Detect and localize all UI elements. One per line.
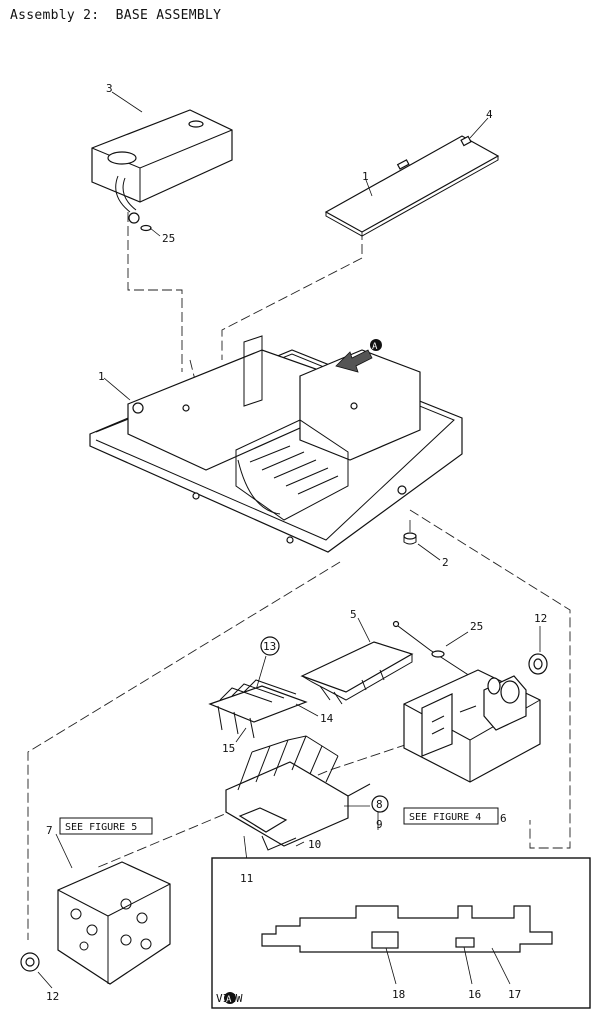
- page-title: Assembly 2: BASE ASSEMBLY: [10, 8, 222, 23]
- part-6-drive-mechanism: [403, 669, 541, 783]
- callout-13: 13: [263, 640, 276, 653]
- callout-25-top: 25: [162, 232, 175, 245]
- arrow-a-marker: A: [372, 342, 378, 352]
- callout-12-left: 12: [46, 990, 59, 1003]
- callout-4: 4: [486, 108, 493, 121]
- callout-9: 9: [376, 818, 383, 831]
- part-4-circuit-board: [324, 117, 500, 237]
- part-2-grommet: [403, 520, 441, 561]
- callout-11: 11: [240, 872, 253, 885]
- callout-18: 18: [392, 988, 405, 1001]
- see-figure-4-label: SEE FIGURE 4: [409, 812, 481, 823]
- see-figure-4-box: [403, 807, 499, 825]
- callout-6: 6: [500, 812, 507, 825]
- callout-17: 17: [508, 988, 521, 1001]
- part-12-pulley-right: [528, 626, 548, 675]
- callout-2: 2: [442, 556, 449, 569]
- callout-16: 16: [468, 988, 481, 1001]
- view-a-marker: A: [226, 995, 232, 1005]
- callout-5: 5: [350, 608, 357, 621]
- see-figure-5-label: SEE FIGURE 5: [65, 822, 137, 833]
- view-a-label: VIEW: [216, 992, 243, 1005]
- part-5-cover-plate: [300, 617, 414, 705]
- part-1-base-chassis: [89, 335, 463, 553]
- callout-10: 10: [308, 838, 321, 851]
- part-3-motor-unit: [91, 91, 233, 237]
- part-13-14-15-clip-assembly: [208, 636, 319, 743]
- view-a-arrow: [335, 339, 382, 373]
- part-12-pulley-left: [20, 952, 53, 989]
- part-7-bracket-housing: [55, 833, 171, 985]
- see-figure-5-box: [59, 817, 153, 835]
- callout-7: 7: [46, 824, 53, 837]
- callout-15: 15: [222, 742, 235, 755]
- callout-8: 8: [376, 798, 383, 811]
- callout-1-board: 1: [362, 170, 369, 183]
- callout-14: 14: [320, 712, 334, 725]
- assembly-guide-lines: [27, 212, 571, 940]
- callout-12-right: 12: [534, 612, 547, 625]
- part-8-11-guide-assembly: [225, 735, 389, 871]
- view-a-inset: [211, 857, 591, 1009]
- callout-25-right: 25: [470, 620, 483, 633]
- callout-3: 3: [106, 82, 113, 95]
- callout-1-chassis: 1: [98, 370, 105, 383]
